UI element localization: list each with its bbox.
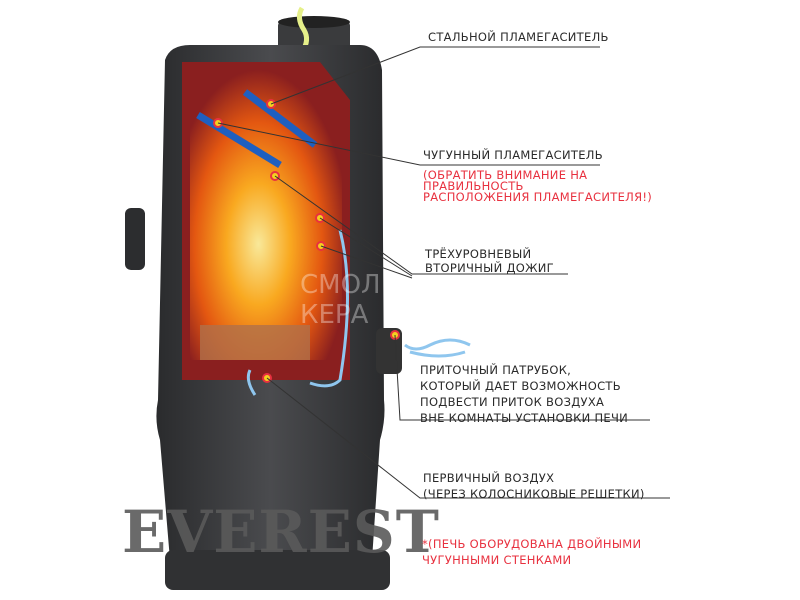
stove-base bbox=[165, 550, 390, 590]
baffle-cast bbox=[196, 112, 282, 168]
air-flow-arrows bbox=[246, 229, 471, 396]
label-cast-baffle: ЧУГУННЫЙ ПЛАМЕГАСИТЕЛЬ bbox=[423, 148, 603, 162]
label-air-inlet: ПРИТОЧНЫЙ ПАТРУБОК,КОТОРЫЙ ДАЕТ ВОЗМОЖНО… bbox=[420, 363, 629, 425]
label-steel-baffle: СТАЛЬНОЙ ПЛАМЕГАСИТЕЛЬ bbox=[428, 30, 609, 44]
everest-logo: EVEREST bbox=[122, 498, 440, 566]
fire bbox=[190, 70, 342, 360]
baffle-steel bbox=[242, 89, 318, 148]
logs bbox=[200, 325, 310, 360]
door-handle bbox=[125, 208, 145, 270]
leader-lines bbox=[217, 46, 670, 499]
label-primary-air: ПЕРВИЧНЫЙ ВОЗДУХ(ЧЕРЕЗ КОЛОСНИКОВЫЕ РЕШЕ… bbox=[423, 471, 645, 501]
